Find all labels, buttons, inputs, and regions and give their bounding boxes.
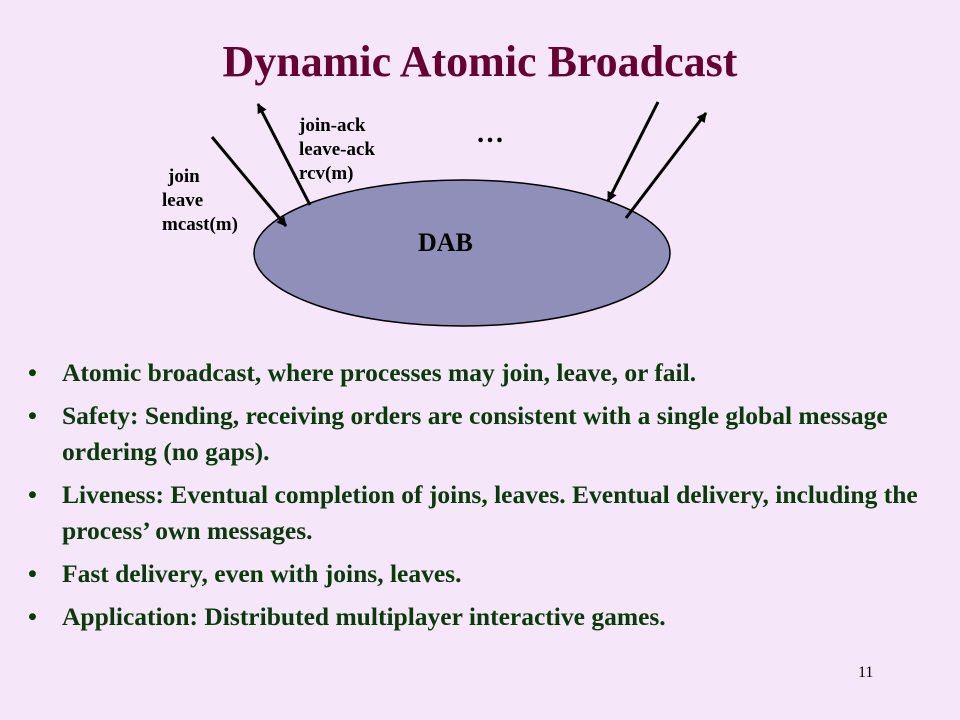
bullet-text: Fast delivery, even with joins, leaves. xyxy=(62,559,462,588)
bullet-text: Liveness: Eventual completion of joins, … xyxy=(62,480,918,545)
more-processes-ellipsis: … xyxy=(476,118,505,149)
bullet-list: • Atomic broadcast, where processes may j… xyxy=(28,355,928,642)
output-arrow-right xyxy=(624,112,708,219)
input-label-mcast: mcast(m) xyxy=(162,214,238,235)
output-labels: join-ack leave-ack rcv(m) xyxy=(299,114,375,186)
bullet-item: • Fast delivery, even with joins, leaves. xyxy=(28,556,928,592)
output-label-join-ack: join-ack xyxy=(299,115,366,136)
output-label-leave-ack: leave-ack xyxy=(299,139,375,160)
bullet-item: • Liveness: Eventual completion of joins,… xyxy=(28,477,928,549)
output-arrow-left xyxy=(256,103,312,206)
dab-diagram xyxy=(210,101,708,327)
input-arrow-right xyxy=(606,101,660,202)
input-label-join: join xyxy=(168,166,200,187)
output-label-rcv: rcv(m) xyxy=(299,163,354,184)
input-labels: join leave mcast(m) xyxy=(162,165,238,237)
bullet-dot-icon: • xyxy=(28,480,37,509)
bullet-item: • Atomic broadcast, where processes may j… xyxy=(28,355,928,391)
dab-ellipse xyxy=(253,179,671,327)
bullet-dot-icon: • xyxy=(28,401,37,430)
bullet-dot-icon: • xyxy=(28,559,37,588)
bullet-text: Atomic broadcast, where processes may jo… xyxy=(62,358,697,387)
bullet-item: • Application: Distributed multiplayer in… xyxy=(28,599,928,635)
input-label-leave: leave xyxy=(162,190,204,211)
slide-title: Dynamic Atomic Broadcast xyxy=(222,37,738,86)
input-arrow-left xyxy=(210,136,288,227)
bullet-dot-icon: • xyxy=(28,358,37,387)
bullet-text: Application: Distributed multiplayer int… xyxy=(62,602,666,631)
bullet-text: Safety: Sending, receiving orders are co… xyxy=(62,401,888,466)
bullet-item: • Safety: Sending, receiving orders are c… xyxy=(28,398,928,470)
dab-node-label: DAB xyxy=(418,228,473,257)
page-number: 11 xyxy=(858,664,874,681)
bullet-dot-icon: • xyxy=(28,602,37,631)
